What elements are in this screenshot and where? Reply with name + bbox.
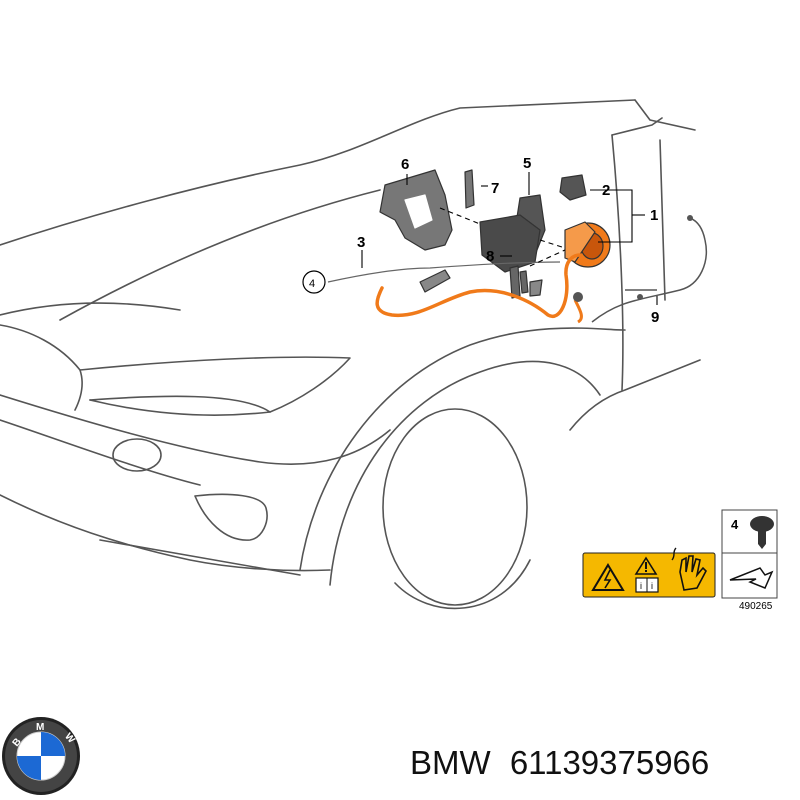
clip-part	[464, 169, 475, 209]
car-outline	[0, 99, 701, 610]
high-voltage-icon	[591, 563, 625, 591]
callout-7: 7	[491, 180, 499, 197]
warning-label: i i	[582, 547, 716, 598]
callouts: 6 7 5 2 1 3 8 9 4	[302, 155, 659, 326]
callout-1: 1	[650, 207, 658, 224]
callout-8: 8	[486, 248, 494, 265]
leader-lines	[361, 172, 658, 305]
plug-part	[419, 269, 451, 293]
manual-icon: i i	[635, 577, 659, 593]
part-caption: BMW 61139375966	[410, 744, 709, 781]
inset-box: 4 490265	[721, 509, 778, 612]
svg-text:i: i	[651, 581, 653, 591]
hand-hazard-icon	[671, 547, 707, 591]
callout-6: 6	[401, 156, 409, 173]
callout-4: 4	[309, 278, 315, 290]
bowden-cable	[327, 261, 561, 283]
callout-5: 5	[523, 155, 531, 172]
grey-harness	[591, 217, 707, 323]
diagram-code: 490265	[739, 601, 773, 612]
cap-part	[559, 174, 587, 201]
part-number: 61139375966	[510, 744, 709, 781]
wiring-harness	[375, 253, 582, 319]
bmw-logo: B M W	[2, 717, 80, 795]
arrow-icon	[729, 567, 774, 589]
inset-callout: 4	[731, 517, 739, 532]
parts-group	[379, 169, 611, 299]
callout-4-circle	[302, 270, 326, 294]
caution-icon	[634, 556, 658, 575]
callout-3: 3	[357, 234, 365, 251]
svg-text:i: i	[640, 581, 642, 591]
screw-part	[509, 265, 521, 299]
rivet-icon	[750, 516, 774, 549]
callout-9: 9	[651, 309, 659, 326]
callout-2: 2	[602, 182, 610, 199]
brand-name: BMW	[410, 744, 492, 781]
logo-letter-m: M	[36, 722, 44, 733]
